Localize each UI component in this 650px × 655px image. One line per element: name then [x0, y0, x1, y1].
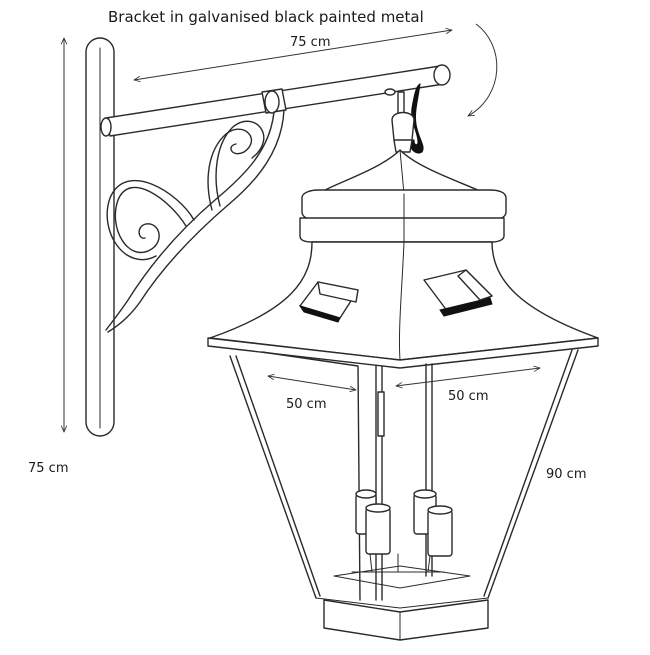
bracket-width-label: 75 cm: [290, 35, 331, 50]
lantern-width-right-dimension-line: [396, 368, 540, 386]
roof-vent-left: [298, 281, 359, 323]
lantern-height-label: 90 cm: [546, 467, 587, 482]
bracket-height-label: 75 cm: [28, 461, 69, 476]
scroll-bracket: [105, 109, 285, 333]
lantern-width-left-label: 50 cm: [286, 397, 327, 412]
lantern-width-right-label: 50 cm: [448, 389, 489, 404]
lantern-base: [323, 599, 489, 641]
title-pointer-arrow: [468, 23, 498, 116]
bracket-arm: [100, 64, 451, 137]
hanging-hook: [384, 83, 424, 154]
diagram-title: Bracket in galvanised black painted meta…: [108, 8, 424, 26]
lantern-flared-roof: [207, 241, 599, 369]
bracket-width-dimension-line: [134, 30, 452, 80]
lantern-roof-cap: [299, 149, 507, 243]
lantern-body-frame: [229, 349, 579, 609]
lantern-width-left-dimension-line: [268, 376, 356, 390]
roof-vent-right: [423, 269, 493, 317]
candle-cluster: [351, 489, 453, 573]
wall-plate: [85, 37, 115, 437]
